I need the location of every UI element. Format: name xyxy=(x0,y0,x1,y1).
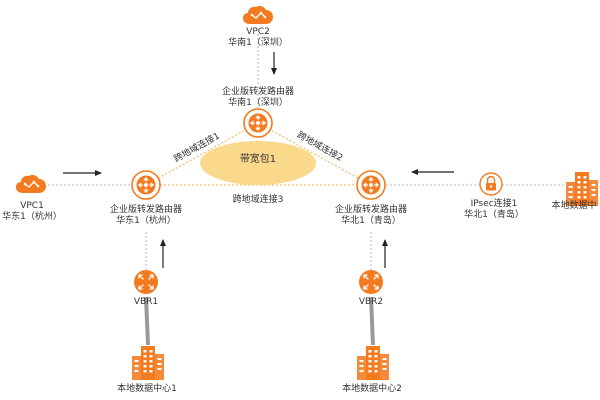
vbr-icon xyxy=(359,270,383,294)
bandwidth-package xyxy=(200,141,316,185)
vpc1-title: VPC1 xyxy=(20,201,44,211)
vbr2-label: VBR2 xyxy=(358,297,384,307)
building-icon xyxy=(132,346,164,380)
router-icon xyxy=(356,170,386,200)
ipsec-region: 华北1（青岛） xyxy=(464,210,524,220)
idc1-label: 本地数据中心1 xyxy=(117,384,177,394)
vbr2-idc2-link xyxy=(369,296,375,346)
tr-shenzhen-region: 华南1（深圳） xyxy=(228,98,288,108)
cloud-icon xyxy=(15,174,47,194)
vbr1-label: VBR1 xyxy=(133,297,159,307)
router-icon xyxy=(131,170,161,200)
tr-qingdao-region: 华北1（青岛） xyxy=(341,216,401,226)
router-icon xyxy=(243,108,273,138)
tr-hangzhou-region: 华东1（杭州） xyxy=(116,216,176,226)
cross-region-links xyxy=(145,122,372,186)
vbr1-idc1-link xyxy=(144,296,150,346)
cross-region-link-3-label: 跨地域连接3 xyxy=(232,195,284,205)
ipsec-title: IPsec连接1 xyxy=(470,199,518,209)
idc2-label: 本地数据中心2 xyxy=(342,384,402,394)
tr-shenzhen-title: 企业版转发路由器 xyxy=(221,87,295,97)
building-icon xyxy=(357,346,389,380)
tr-qingdao-title: 企业版转发路由器 xyxy=(334,205,408,215)
idc3-label: 本地数据中 xyxy=(551,201,597,211)
vpc1-region: 华东1（杭州） xyxy=(2,212,62,222)
vpc2-region: 华南1（深圳） xyxy=(228,38,288,48)
cross-region-link-2-line xyxy=(257,122,372,186)
vbr-links xyxy=(144,296,375,346)
vbr-icon xyxy=(134,270,158,294)
lock-icon xyxy=(479,172,503,196)
bandwidth-package-label: 带宽包1 xyxy=(239,154,277,165)
cloud-icon xyxy=(242,5,274,25)
vpc2-title: VPC2 xyxy=(246,27,270,37)
dashed-links xyxy=(48,34,565,272)
cross-region-link-1-line xyxy=(145,122,259,186)
direction-arrows xyxy=(63,52,454,268)
tr-hangzhou-title: 企业版转发路由器 xyxy=(109,205,183,215)
